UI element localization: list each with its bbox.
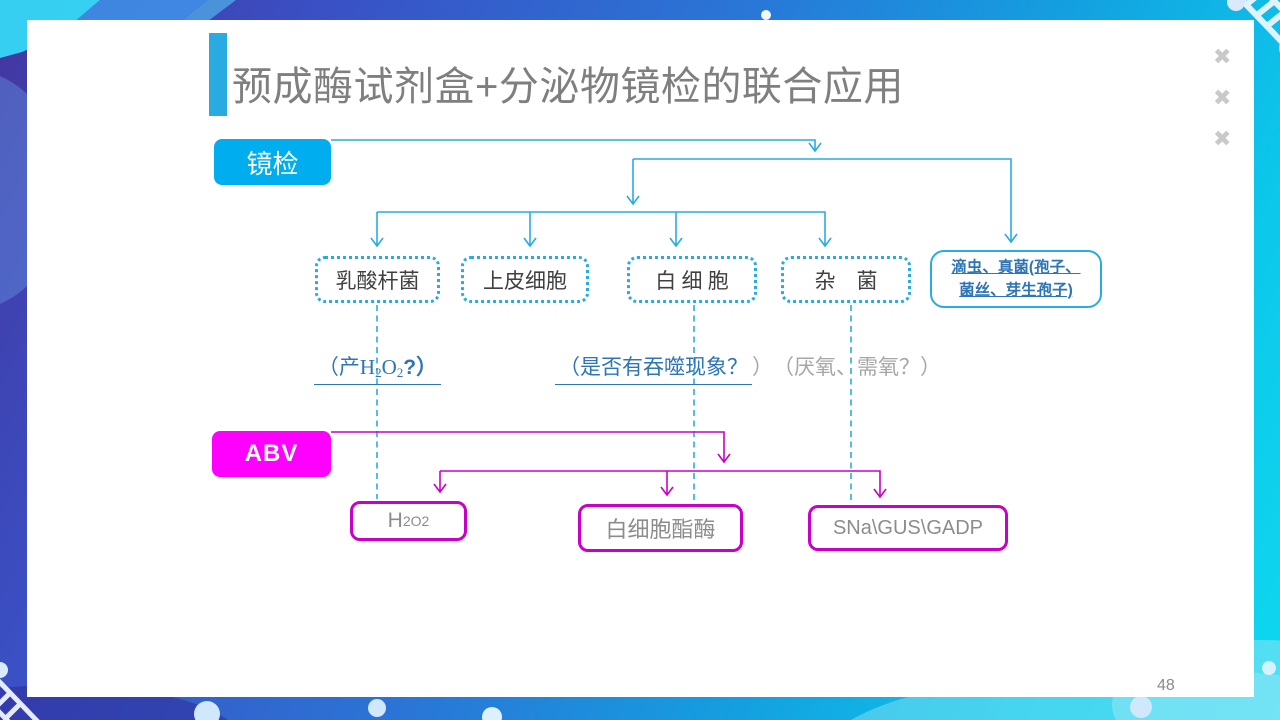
annotation-h2o2-question: （产H2O2?）: [310, 351, 445, 385]
annotation-oxygen-question: （厌氧、需氧？）: [773, 351, 941, 381]
annotation-text: （产H: [317, 355, 376, 379]
page-title: 预成酶试剂盒+分泌物镜检的联合应用: [232, 65, 904, 109]
node-label: 白 细 胞: [655, 268, 729, 293]
close-icon: ✖: [1213, 85, 1232, 110]
node-lactobacillus: 乳酸杆菌: [315, 256, 440, 303]
node-abv: ABV: [212, 431, 331, 477]
node-label-line1: 滴虫、真菌(孢子、: [951, 258, 1081, 276]
subscript: 2: [396, 364, 404, 380]
node-abv-label: ABV: [244, 440, 299, 467]
close-icon: ✖: [1213, 126, 1232, 151]
title-accent-bar: [209, 33, 227, 116]
node-mixed-bacteria: 杂 菌: [781, 256, 911, 303]
node-label-line2: 菌丝、芽生孢子): [959, 282, 1073, 299]
node-label: 杂 菌: [814, 268, 878, 293]
node-epithelial-cells: 上皮细胞: [461, 256, 589, 303]
node-microscopy: 镜检: [214, 139, 331, 185]
close-icon: ✖: [1213, 44, 1232, 69]
node-label: 上皮细胞: [483, 268, 567, 293]
annotation-text: O: [381, 355, 397, 379]
node-white-blood-cells: 白 细 胞: [627, 256, 757, 303]
annotation-text: （是否有吞噬现象？: [555, 351, 752, 385]
node-leukocyte-esterase: 白细胞酯酶: [578, 504, 743, 552]
node-trichomonas-fungus: 滴虫、真菌(孢子、 菌丝、芽生孢子): [930, 250, 1102, 308]
node-label-subscript: 2O2: [402, 513, 430, 529]
annotation-text: ）: [752, 355, 773, 379]
annotation-text: （厌氧、需氧？）: [773, 355, 941, 379]
close-icons-column: ✖ ✖ ✖: [1213, 46, 1231, 150]
page-number: 48: [1157, 677, 1175, 694]
node-label: H: [387, 509, 403, 532]
slide-content-area: 预成酶试剂盒+分泌物镜检的联合应用 ✖ ✖ ✖: [27, 20, 1254, 697]
node-sna-gus-gadp: SNa\GUS\GADP: [808, 505, 1008, 551]
annotation-text: ?）: [403, 356, 438, 379]
node-label: 白细胞酯酶: [605, 517, 716, 542]
dna-helix-decoration-bottom-left: [0, 678, 40, 720]
annotation-phagocytosis-question: （是否有吞噬现象？）: [555, 351, 773, 385]
subscript: 2: [375, 364, 382, 380]
node-label: SNa\GUS\GADP: [832, 516, 984, 539]
node-label: 乳酸杆菌: [335, 268, 420, 293]
node-microscopy-label: 镜检: [246, 149, 299, 179]
